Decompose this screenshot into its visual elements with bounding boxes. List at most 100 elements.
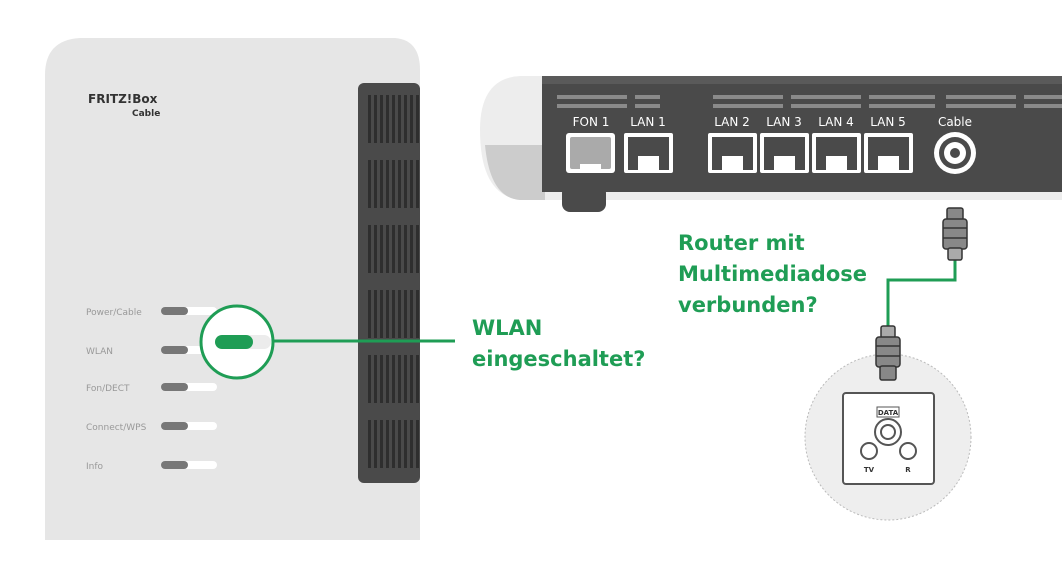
back-panel-stripe xyxy=(869,104,935,108)
vent-slot xyxy=(386,225,389,273)
back-panel-stripe xyxy=(791,104,861,108)
vent-slots xyxy=(368,95,419,468)
coax-plug-top xyxy=(942,207,968,261)
port-label-lan4: LAN 4 xyxy=(818,115,854,129)
vent-slot xyxy=(416,225,419,273)
tv-socket-label: TV xyxy=(864,466,875,474)
vent-slot xyxy=(398,290,401,338)
port-label-cable: Cable xyxy=(938,115,972,129)
coax-plug-bottom xyxy=(875,325,901,381)
led-label-connect-wps: Connect/WPS xyxy=(86,423,147,433)
wlan-callout: WLAN eingeschaltet? xyxy=(472,313,645,375)
router-front: FRITZ!Box Cable Power/Cable WLAN Fon/DEC… xyxy=(45,38,455,540)
vent-slot xyxy=(410,95,413,143)
wall-socket-data-label-box xyxy=(876,406,900,418)
led-light-connect-wps xyxy=(161,422,188,430)
back-panel-stripe xyxy=(1024,104,1062,108)
vent-slot xyxy=(380,225,383,273)
vent-slot xyxy=(410,160,413,208)
vent-slot xyxy=(416,290,419,338)
vent-slot xyxy=(374,160,377,208)
back-panel-stripe xyxy=(635,95,660,99)
back-panel-stripe xyxy=(791,95,861,99)
back-stripes xyxy=(557,95,1062,108)
radio-socket-label: R xyxy=(905,466,911,474)
lan-port-5 xyxy=(864,133,913,173)
vent-slot xyxy=(374,95,377,143)
vent-slot xyxy=(374,290,377,338)
led-row-connect-wps: Connect/WPS xyxy=(86,422,217,433)
vent-slot xyxy=(368,420,371,468)
vent-slot xyxy=(392,95,395,143)
back-panel-stripe xyxy=(557,95,627,99)
vent-slot xyxy=(392,355,395,403)
tv-socket xyxy=(860,442,878,460)
vent-slot xyxy=(410,225,413,273)
brand-line2: Cable xyxy=(132,109,160,119)
vent-slot xyxy=(416,160,419,208)
vent-slot xyxy=(380,290,383,338)
vent-slot xyxy=(380,355,383,403)
vent-slot xyxy=(410,420,413,468)
wlan-highlight xyxy=(199,304,455,380)
vent-slot xyxy=(386,420,389,468)
vent-slot xyxy=(368,355,371,403)
vent-slot xyxy=(392,225,395,273)
vent-slot xyxy=(392,290,395,338)
wlan-highlight-led xyxy=(215,335,253,349)
router-callout-line3: verbunden? xyxy=(678,293,818,317)
back-panel-stripe xyxy=(946,95,1016,99)
led-light-wlan xyxy=(161,346,188,354)
vent-slot xyxy=(392,420,395,468)
vent-slot xyxy=(410,355,413,403)
vent-slot xyxy=(368,95,371,143)
back-panel-stripe xyxy=(946,104,1016,108)
led-row-power-cable: Power/Cable xyxy=(86,307,217,318)
vent-slot xyxy=(386,160,389,208)
fon-port xyxy=(566,133,615,173)
back-panel-stripe xyxy=(713,104,783,108)
vent-slot xyxy=(398,420,401,468)
vent-slot xyxy=(368,225,371,273)
vent-slot xyxy=(398,95,401,143)
led-label-info: Info xyxy=(86,462,104,472)
vent-slot xyxy=(398,355,401,403)
vent-slot xyxy=(368,290,371,338)
cable-port xyxy=(934,132,976,174)
vent-slot xyxy=(404,160,407,208)
led-row-fon-dect: Fon/DECT xyxy=(86,383,217,394)
vent-slot xyxy=(374,225,377,273)
led-label-power-cable: Power/Cable xyxy=(86,308,142,318)
vent-slot xyxy=(398,160,401,208)
vent-slot xyxy=(386,95,389,143)
vent-slot xyxy=(404,420,407,468)
vent-slot xyxy=(386,355,389,403)
vent-slot xyxy=(380,160,383,208)
lan-port-3 xyxy=(760,133,809,173)
led-light-power-cable xyxy=(161,307,188,315)
back-panel-stripe xyxy=(713,95,783,99)
lan-port-2 xyxy=(708,133,757,173)
back-panel-stripe xyxy=(557,104,627,108)
port-label-lan5: LAN 5 xyxy=(870,115,906,129)
vent-slot xyxy=(392,160,395,208)
vent-slot xyxy=(374,355,377,403)
vent-slot xyxy=(416,420,419,468)
vent-slot xyxy=(410,290,413,338)
brand-line1: FRITZ!Box xyxy=(88,92,158,106)
vent-slot xyxy=(404,225,407,273)
led-label-wlan: WLAN xyxy=(86,347,113,357)
vent-slot xyxy=(404,355,407,403)
back-panel-stripe xyxy=(869,95,935,99)
router-callout-line2: Multimediadose xyxy=(678,262,868,286)
router-back-top-edge xyxy=(542,76,1062,84)
router-front-body xyxy=(45,38,420,540)
radio-socket xyxy=(899,442,917,460)
wall-socket-data-label: DATA xyxy=(878,409,899,417)
vent-slot xyxy=(404,95,407,143)
led-label-fon-dect: Fon/DECT xyxy=(86,384,130,394)
router-callout-line1: Router mit xyxy=(678,231,805,255)
wall-socket: DATA TV R xyxy=(804,325,972,521)
port-label-lan2: LAN 2 xyxy=(714,115,750,129)
